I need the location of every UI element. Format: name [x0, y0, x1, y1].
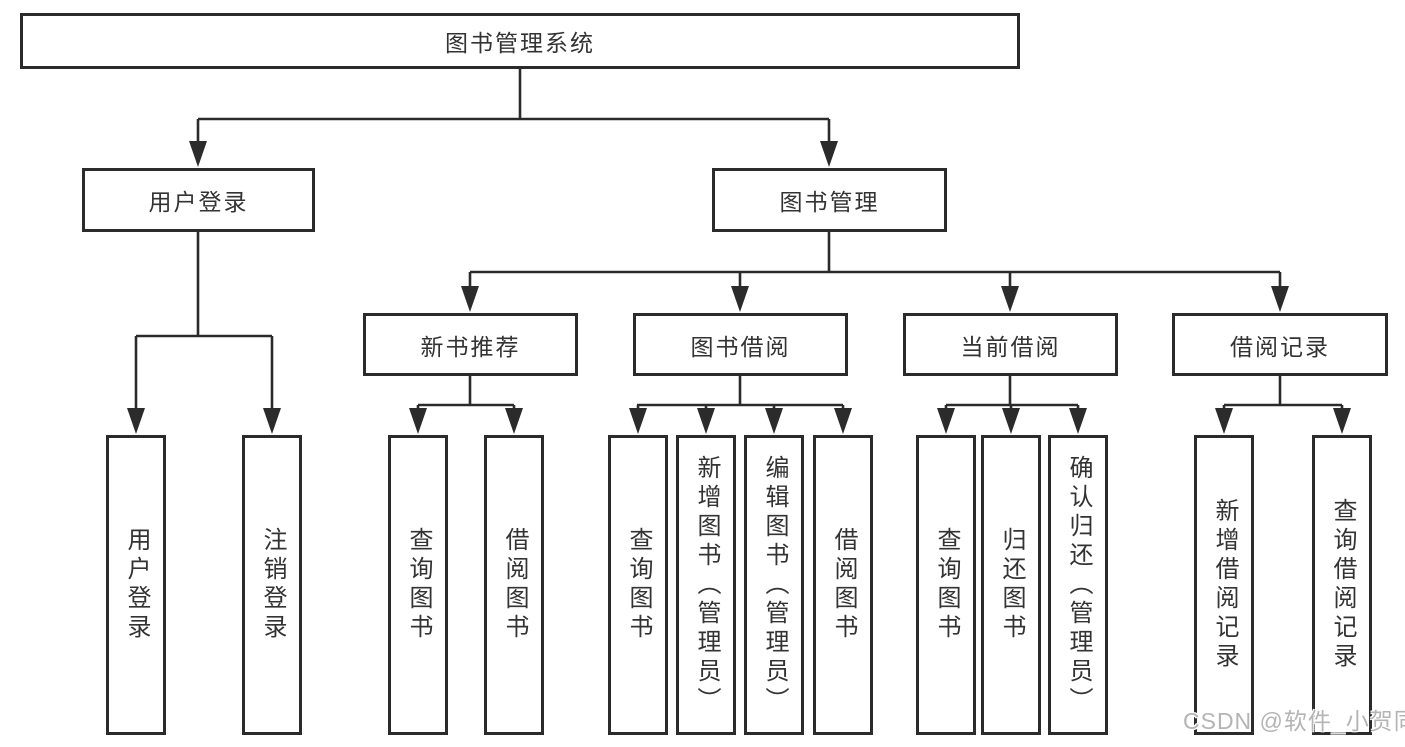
leaf-add-book-admin: 新增图书（管理员） — [676, 435, 736, 735]
leaf-user-login: 用户登录 — [106, 435, 166, 735]
leaf-return-book: 归还图书 — [981, 435, 1041, 735]
leaf-add-borrow-record: 新增借阅记录 — [1194, 435, 1254, 735]
csdn-watermark: CSDN @软件_小贺同学 — [1183, 708, 1405, 734]
leaf-confirm-return-admin: 确认归还（管理员） — [1048, 435, 1108, 735]
leaf-borrow-books-recommend: 借阅图书 — [484, 435, 544, 735]
arrowheads — [127, 141, 1351, 434]
leaf-query-books-borrow: 查询图书 — [608, 435, 668, 735]
leaf-query-books-recommend: 查询图书 — [388, 435, 448, 735]
leaf-edit-book-admin: 编辑图书（管理员） — [744, 435, 804, 735]
node-book-borrow: 图书借阅 — [633, 313, 848, 376]
leaf-borrow-books-borrow: 借阅图书 — [813, 435, 873, 735]
node-user-login: 用户登录 — [82, 168, 315, 232]
node-new-book-recommend: 新书推荐 — [363, 313, 578, 376]
node-borrow-records: 借阅记录 — [1172, 313, 1388, 376]
node-current-borrow: 当前借阅 — [903, 313, 1118, 376]
leaf-query-books-current: 查询图书 — [916, 435, 976, 735]
leaf-query-borrow-record: 查询借阅记录 — [1312, 435, 1372, 735]
leaf-logout: 注销登录 — [242, 435, 302, 735]
node-book-management: 图书管理 — [712, 168, 947, 232]
node-root: 图书管理系统 — [20, 13, 1020, 69]
